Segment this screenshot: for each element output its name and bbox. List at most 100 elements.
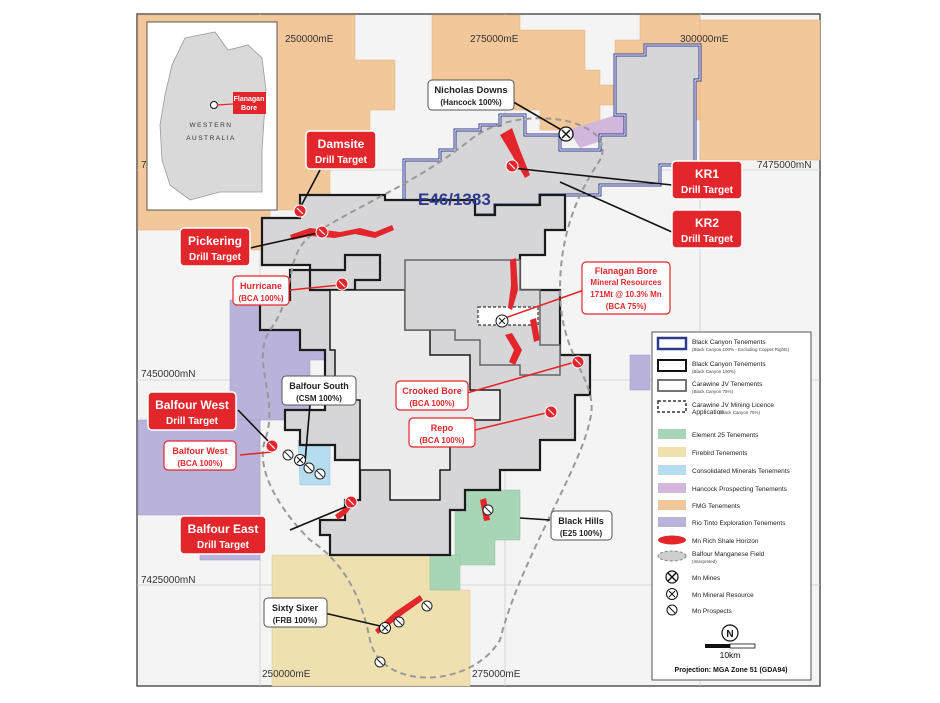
legend-label: Consolidated Minerals Tenements <box>692 468 791 475</box>
legend-label: Black Canyon Tenements <box>692 339 766 346</box>
svg-text:Balfour West: Balfour West <box>155 398 229 412</box>
svg-text:(Hancock 100%): (Hancock 100%) <box>440 98 502 107</box>
label-crooked-bore: Crooked Bore (BCA 100%) <box>395 380 469 411</box>
mn-resource-icon <box>294 454 306 466</box>
svg-text:(E25 100%): (E25 100%) <box>560 529 603 538</box>
label-repo: Repo (BCA 100%) <box>408 417 476 448</box>
hancock-tenement <box>568 110 640 148</box>
mn-resource-icon <box>666 588 678 600</box>
mn-resource-icon <box>379 622 391 634</box>
legend-sublabel: (Black Canyon 75%) <box>719 410 761 415</box>
label-kr1: KR1 Drill Target <box>671 160 743 200</box>
legend-swatch <box>658 429 686 439</box>
element25-tenements <box>429 489 521 591</box>
inset-map: Flanagan Bore WESTERN AUSTRALIA <box>146 21 278 211</box>
northing-label: 7475000mN <box>757 160 811 171</box>
north-arrow-icon: N <box>721 624 739 642</box>
mn-mine-icon <box>558 126 574 142</box>
svg-text:Drill Target: Drill Target <box>315 155 368 166</box>
label-balfour-west-target: Balfour West Drill Target <box>147 391 237 431</box>
location-marker-icon <box>210 101 218 109</box>
legend-sublabel: (Black Canyon 100% - Excluding Copper Ri… <box>692 347 790 352</box>
western-australia-shape <box>159 31 267 201</box>
legend-sublabel: (Interpreted) <box>692 559 717 564</box>
prospect-icon <box>303 462 315 474</box>
svg-text:(BCA 100%): (BCA 100%) <box>419 436 464 445</box>
easting-label: 275000mE <box>472 669 521 680</box>
legend-swatch <box>658 535 686 545</box>
legend-swatch <box>658 447 686 457</box>
prospect-icon <box>374 656 386 668</box>
svg-text:Pickering: Pickering <box>188 234 242 248</box>
legend-label: Carawine JV Mining Licence <box>692 402 774 409</box>
label-kr2: KR2 Drill Target <box>671 209 743 249</box>
prospect-icon <box>544 405 558 419</box>
prospect-icon <box>393 616 405 628</box>
legend-swatch <box>657 550 687 562</box>
coordinate-labels: 250000mE 275000mE 300000mE 250000mE 2750… <box>141 34 811 680</box>
svg-text:Flanagan Bore: Flanagan Bore <box>595 266 658 276</box>
easting-label: 250000mE <box>262 669 311 680</box>
label-balfour-south: Balfour South (CSM 100%) <box>281 375 357 406</box>
legend: Black Canyon Tenements (Black Canyon 100… <box>651 331 812 681</box>
legend-swatch <box>658 465 686 475</box>
svg-text:Balfour South: Balfour South <box>289 381 349 391</box>
prospect-icon <box>335 277 349 291</box>
mn-resource-icon <box>495 314 509 328</box>
svg-text:Drill Target: Drill Target <box>681 234 734 245</box>
label-black-hills: Black Hills (E25 100%) <box>550 510 613 541</box>
svg-text:Mineral Resources: Mineral Resources <box>590 278 662 287</box>
legend-swatch <box>658 500 686 510</box>
northing-label: 7450000mN <box>141 369 195 380</box>
label-pickering: Pickering Drill Target <box>179 227 251 267</box>
legend-swatch <box>656 336 688 351</box>
legend-swatch <box>657 379 687 392</box>
legend-swatch <box>657 359 687 372</box>
legend-label: Application <box>692 409 724 416</box>
svg-text:Repo: Repo <box>431 423 454 433</box>
svg-text:Hurricane: Hurricane <box>240 281 282 291</box>
prospect-icon <box>282 449 294 461</box>
legend-label: Firebird Tenements <box>692 450 748 457</box>
legend-label: Mn Mines <box>692 575 721 582</box>
northing-label: 7 <box>141 160 147 171</box>
svg-text:Damsite: Damsite <box>318 137 365 151</box>
label-balfour-west: Balfour West (BCA 100%) <box>163 440 237 471</box>
legend-label: Carawine JV Tenements <box>692 381 763 388</box>
label-flanagan-bore: Flanagan Bore Mineral Resources 171Mt @ … <box>581 261 671 315</box>
svg-text:(BCA 100%): (BCA 100%) <box>238 294 283 303</box>
easting-label: 250000mE <box>285 34 334 45</box>
svg-text:Drill Target: Drill Target <box>681 185 734 196</box>
mn-mine-icon <box>665 570 679 584</box>
inset-location-label: Bore <box>241 105 257 112</box>
prospect-icon <box>482 504 494 516</box>
legend-swatch <box>658 483 686 493</box>
svg-text:Balfour East: Balfour East <box>188 522 259 536</box>
leader-lines-black <box>237 99 673 627</box>
legend-label: Hancock Prospecting Tenements <box>692 486 788 493</box>
svg-text:(FRB 100%): (FRB 100%) <box>273 616 318 625</box>
legend-label: Rio Tinto Exploration Tenements <box>692 520 786 527</box>
northing-label: 7425000mN <box>141 575 195 586</box>
easting-label: 300000mE <box>680 34 729 45</box>
legend-swatch <box>658 517 686 527</box>
label-hurricane: Hurricane (BCA 100%) <box>232 275 290 306</box>
svg-text:Sixty Sixer: Sixty Sixer <box>272 603 319 613</box>
legend-sublabel: (Black Canyon 75%) <box>692 389 734 394</box>
svg-text:Balfour West: Balfour West <box>172 446 227 456</box>
svg-text:(BCA 100%): (BCA 100%) <box>177 459 222 468</box>
inset-region-label: WESTERN <box>190 122 233 129</box>
prospect-icon <box>344 495 358 509</box>
prospect-icon <box>315 225 329 239</box>
mn-prospect-icon <box>666 604 678 616</box>
legend-sublabel: (Black Canyon 100%) <box>692 369 736 374</box>
easting-label: 275000mE <box>470 34 519 45</box>
label-damsite: Damsite Drill Target <box>305 130 377 170</box>
scale-bar <box>705 643 756 649</box>
label-nicholas-downs: Nicholas Downs (Hancock 100%) <box>427 79 515 111</box>
prospect-icon <box>421 600 433 612</box>
label-sixty-sixer: Sixty Sixer (FRB 100%) <box>263 597 328 628</box>
legend-label: FMG Tenements <box>692 503 741 510</box>
svg-text:Crooked Bore: Crooked Bore <box>402 386 462 396</box>
svg-text:KR2: KR2 <box>695 216 719 230</box>
